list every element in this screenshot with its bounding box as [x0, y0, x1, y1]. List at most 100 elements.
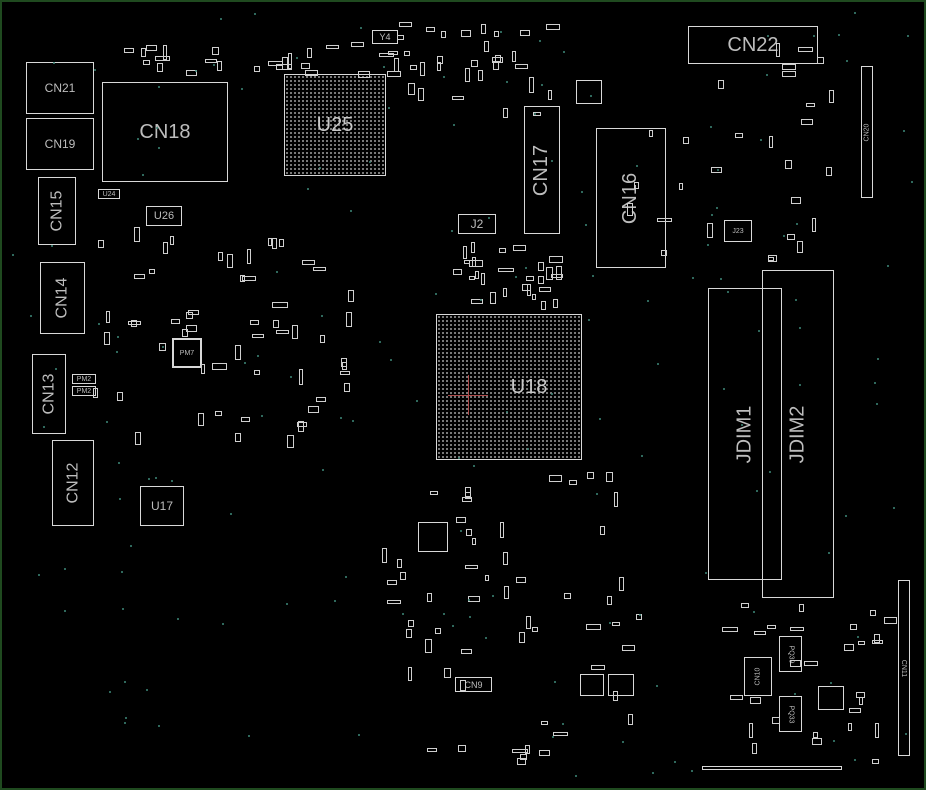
- smd-pad[interactable]: [734, 132, 743, 138]
- smd-pad[interactable]: [296, 422, 307, 428]
- component-cn9[interactable]: CN9: [455, 677, 492, 692]
- smd-pad[interactable]: [485, 574, 490, 581]
- smd-pad[interactable]: [464, 68, 470, 83]
- component-pm2-a[interactable]: PM2: [72, 374, 96, 384]
- smd-pad[interactable]: [181, 329, 188, 338]
- smd-pad[interactable]: [800, 119, 813, 126]
- smd-pad[interactable]: [466, 529, 473, 536]
- smd-pad[interactable]: [519, 29, 530, 36]
- smd-pad[interactable]: [278, 238, 284, 247]
- smd-pad[interactable]: [386, 600, 401, 605]
- component-jdim2[interactable]: JDIM2: [762, 270, 834, 598]
- smd-pad[interactable]: [859, 697, 864, 706]
- component-cn19[interactable]: CN19: [26, 118, 94, 170]
- smd-pad[interactable]: [407, 666, 412, 681]
- component-cn14[interactable]: CN14: [40, 262, 85, 334]
- smd-pad[interactable]: [155, 56, 171, 62]
- smd-pad[interactable]: [399, 571, 406, 580]
- smd-pad[interactable]: [463, 246, 468, 260]
- smd-pad[interactable]: [469, 275, 476, 280]
- smd-pad[interactable]: [465, 565, 479, 569]
- smd-pad[interactable]: [768, 136, 773, 149]
- smd-pad[interactable]: [217, 61, 223, 72]
- smd-pad[interactable]: [425, 26, 435, 32]
- smd-pad[interactable]: [186, 312, 194, 320]
- smd-pad[interactable]: [272, 302, 289, 309]
- smd-pad[interactable]: [512, 749, 529, 754]
- component-cn10[interactable]: CN10: [744, 657, 772, 696]
- smd-pad[interactable]: [253, 65, 260, 72]
- smd-pad[interactable]: [551, 273, 564, 278]
- component-pq39[interactable]: PQ39: [779, 636, 802, 672]
- smd-pad[interactable]: [461, 496, 472, 502]
- smd-pad[interactable]: [812, 218, 817, 233]
- smd-pad[interactable]: [587, 472, 595, 480]
- smd-pad[interactable]: [812, 732, 818, 739]
- smd-pad[interactable]: [661, 249, 668, 256]
- smd-pad[interactable]: [471, 538, 476, 546]
- smd-pad[interactable]: [613, 691, 619, 702]
- smd-pad[interactable]: [146, 45, 158, 52]
- smd-pad[interactable]: [798, 47, 814, 53]
- smd-pad[interactable]: [870, 609, 877, 616]
- smd-pad[interactable]: [396, 34, 404, 40]
- component-cn15[interactable]: CN15: [38, 177, 76, 245]
- smd-pad[interactable]: [426, 747, 437, 752]
- smd-pad[interactable]: [679, 183, 684, 191]
- smd-pad[interactable]: [214, 410, 222, 416]
- smd-pad[interactable]: [798, 603, 804, 612]
- smd-pad[interactable]: [134, 227, 141, 243]
- smd-pad[interactable]: [427, 593, 433, 603]
- smd-pad[interactable]: [502, 287, 507, 297]
- smd-pad[interactable]: [441, 31, 447, 39]
- smd-pad[interactable]: [143, 60, 151, 66]
- smd-pad[interactable]: [541, 301, 547, 311]
- smd-pad[interactable]: [621, 644, 635, 651]
- component-pm2-b[interactable]: PM2: [72, 386, 96, 396]
- component-j2[interactable]: J2: [458, 214, 496, 234]
- smd-pad[interactable]: [465, 486, 472, 497]
- smd-pad[interactable]: [782, 63, 797, 70]
- component-cn13[interactable]: CN13: [32, 354, 66, 434]
- smd-pad[interactable]: [211, 362, 227, 370]
- smd-pad[interactable]: [472, 256, 477, 267]
- smd-pad[interactable]: [435, 628, 441, 635]
- smd-pad[interactable]: [797, 241, 804, 254]
- smd-pad[interactable]: [339, 371, 350, 376]
- smd-pad[interactable]: [751, 742, 757, 754]
- smd-pad[interactable]: [313, 267, 327, 272]
- component-ic-small[interactable]: [608, 674, 634, 696]
- smd-pad[interactable]: [343, 382, 350, 392]
- smd-pad[interactable]: [226, 254, 233, 269]
- smd-pad[interactable]: [569, 480, 578, 485]
- smd-pad[interactable]: [342, 362, 348, 371]
- smd-pad[interactable]: [247, 248, 252, 264]
- smd-pad[interactable]: [539, 750, 551, 757]
- smd-pad[interactable]: [124, 47, 135, 53]
- smd-pad[interactable]: [586, 623, 602, 630]
- smd-pad[interactable]: [513, 244, 527, 251]
- smd-pad[interactable]: [532, 626, 539, 632]
- smd-pad[interactable]: [871, 640, 883, 645]
- smd-pad[interactable]: [287, 435, 294, 449]
- smd-pad[interactable]: [521, 284, 531, 292]
- smd-pad[interactable]: [185, 325, 197, 333]
- smd-pad[interactable]: [626, 203, 633, 217]
- smd-pad[interactable]: [234, 433, 241, 443]
- smd-pad[interactable]: [188, 310, 200, 316]
- component-ic-small[interactable]: [418, 522, 448, 552]
- component-u18[interactable]: U18: [436, 314, 582, 460]
- smd-pad[interactable]: [729, 695, 743, 700]
- smd-pad[interactable]: [276, 330, 290, 335]
- smd-pad[interactable]: [141, 47, 147, 57]
- smd-pad[interactable]: [556, 266, 563, 281]
- smd-pad[interactable]: [241, 417, 251, 423]
- smd-pad[interactable]: [197, 413, 204, 427]
- smd-pad[interactable]: [469, 260, 484, 268]
- smd-pad[interactable]: [406, 628, 413, 638]
- smd-pad[interactable]: [105, 310, 110, 323]
- smd-pad[interactable]: [218, 252, 224, 262]
- smd-pad[interactable]: [200, 364, 205, 375]
- smd-pad[interactable]: [149, 269, 156, 275]
